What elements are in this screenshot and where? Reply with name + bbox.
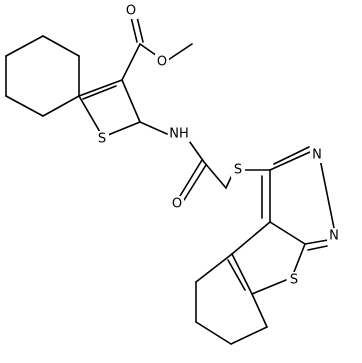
pyr-bond-c4-n3 bbox=[269, 151, 311, 171]
th1-bond-c2-c3 bbox=[121, 79, 141, 123]
cyc2-bond-4 bbox=[230, 326, 268, 345]
cyc2-bond-3 bbox=[195, 321, 232, 345]
s-thiophene-bottom-bg bbox=[287, 272, 301, 288]
atom-label-layer: O O S NH O S N N S bbox=[95, 3, 341, 288]
pyr-double-n1-c7a bbox=[307, 245, 328, 251]
o-methoxy-bg bbox=[155, 54, 169, 70]
s-thioether-bg bbox=[231, 162, 245, 178]
th1-bond-c3-c3b bbox=[78, 79, 123, 97]
n-pyrimidine-3-bg bbox=[310, 147, 324, 163]
atom-s-thioether: S bbox=[234, 163, 242, 178]
bond-layer bbox=[5, 16, 335, 345]
amide-bond-c-o-b bbox=[183, 164, 207, 201]
pyr-bond-n1-c7a bbox=[304, 239, 329, 245]
atom-nh: NH bbox=[169, 127, 189, 142]
o-amide-bg bbox=[170, 196, 184, 212]
pyr-bond-n3-c2 bbox=[319, 158, 335, 229]
pyr-double-c4-n3 bbox=[273, 146, 310, 165]
th2-bond-c-c4a bbox=[231, 221, 271, 255]
cyc1-bond-6 bbox=[5, 95, 44, 117]
s-thiophene-top-bg bbox=[95, 131, 109, 147]
ester-bond-c-o-double-b bbox=[136, 16, 144, 43]
ester-bond-c-o-double-a bbox=[130, 16, 138, 43]
cyc1-bond-2 bbox=[5, 35, 44, 57]
cyc1-bond-5 bbox=[42, 95, 80, 117]
o-carbonyl-bg bbox=[124, 3, 138, 19]
th1-bond-c3a-s bbox=[78, 95, 101, 133]
ester-bond-o-me bbox=[167, 43, 193, 61]
amide-bond-c2-n bbox=[139, 121, 168, 135]
th2-bond-c-c bbox=[231, 253, 253, 295]
amide-bond-c-o-a bbox=[179, 159, 203, 197]
atom-s-thiophene-bottom: S bbox=[290, 273, 298, 288]
atom-o-amide: O bbox=[172, 197, 182, 212]
atom-o-carbonyl: O bbox=[126, 4, 136, 19]
atom-n-pyrimidine-1: N bbox=[329, 229, 339, 244]
atom-o-methoxy: O bbox=[157, 55, 167, 70]
th2-bond-c7a-s bbox=[293, 243, 306, 273]
amide-bond-c-ch2 bbox=[203, 161, 227, 189]
cyc2-bond-5 bbox=[251, 293, 268, 328]
atom-s-thiophene-top: S bbox=[98, 132, 106, 147]
ester-bond-c3-c bbox=[121, 43, 141, 81]
nh-bg bbox=[168, 126, 190, 142]
atom-n-pyrimidine-3: N bbox=[312, 148, 322, 163]
pyr-bond-c7a-c4a bbox=[269, 221, 306, 245]
th1-bond-s-c2 bbox=[107, 121, 141, 136]
th2-bond-s-c bbox=[251, 279, 287, 295]
th2-double-c-c bbox=[227, 259, 246, 291]
th1-double-c3-c3b bbox=[82, 85, 117, 100]
cyc2-bond-1 bbox=[195, 253, 233, 283]
cyc1-bond-3 bbox=[42, 35, 80, 57]
n-pyrimidine-1-bg bbox=[327, 228, 341, 244]
